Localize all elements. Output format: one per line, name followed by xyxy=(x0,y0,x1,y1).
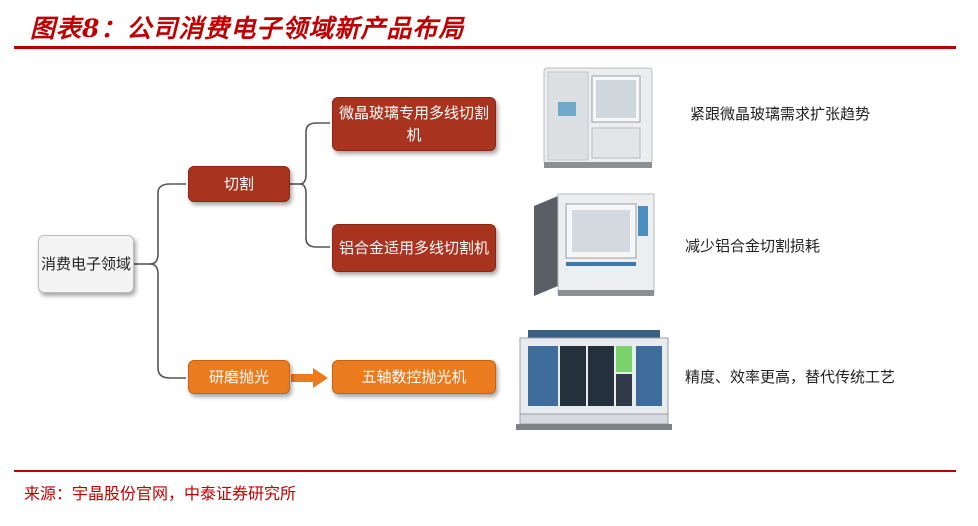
connector-to-polish xyxy=(149,263,186,379)
source-note: 来源：宇晶股份官网，中泰证券研究所 xyxy=(24,484,297,503)
note-glass-cutter: 紧跟微晶玻璃需求扩张趋势 xyxy=(690,105,871,123)
note-polisher: 精度、效率更高，替代传统工艺 xyxy=(685,368,896,386)
title-rule xyxy=(14,46,956,49)
connector-to-product-1 xyxy=(299,122,330,185)
product-glass-cutter: 微晶玻璃专用多线切割机 xyxy=(332,97,496,151)
polisher-machine-image xyxy=(516,330,672,430)
aluminum-cutter-machine-image xyxy=(534,193,655,296)
root-node: 消费电子领域 xyxy=(38,235,134,293)
polish-arrow xyxy=(291,368,328,388)
connector-to-cut xyxy=(149,183,186,265)
product-polisher: 五轴数控抛光机 xyxy=(332,360,496,394)
figure-title: 图表8：公司消费电子领域新产品布局 xyxy=(30,14,465,43)
product-aluminum-cutter: 铝合金适用多线切割机 xyxy=(332,224,496,272)
branch-cut: 切割 xyxy=(188,166,290,202)
connector-to-product-2 xyxy=(299,183,330,248)
glass-cutter-machine-image xyxy=(543,67,653,168)
footer-rule xyxy=(14,470,956,472)
note-aluminum-cutter: 减少铝合金切割损耗 xyxy=(685,237,821,255)
branch-polish: 研磨抛光 xyxy=(188,360,290,394)
